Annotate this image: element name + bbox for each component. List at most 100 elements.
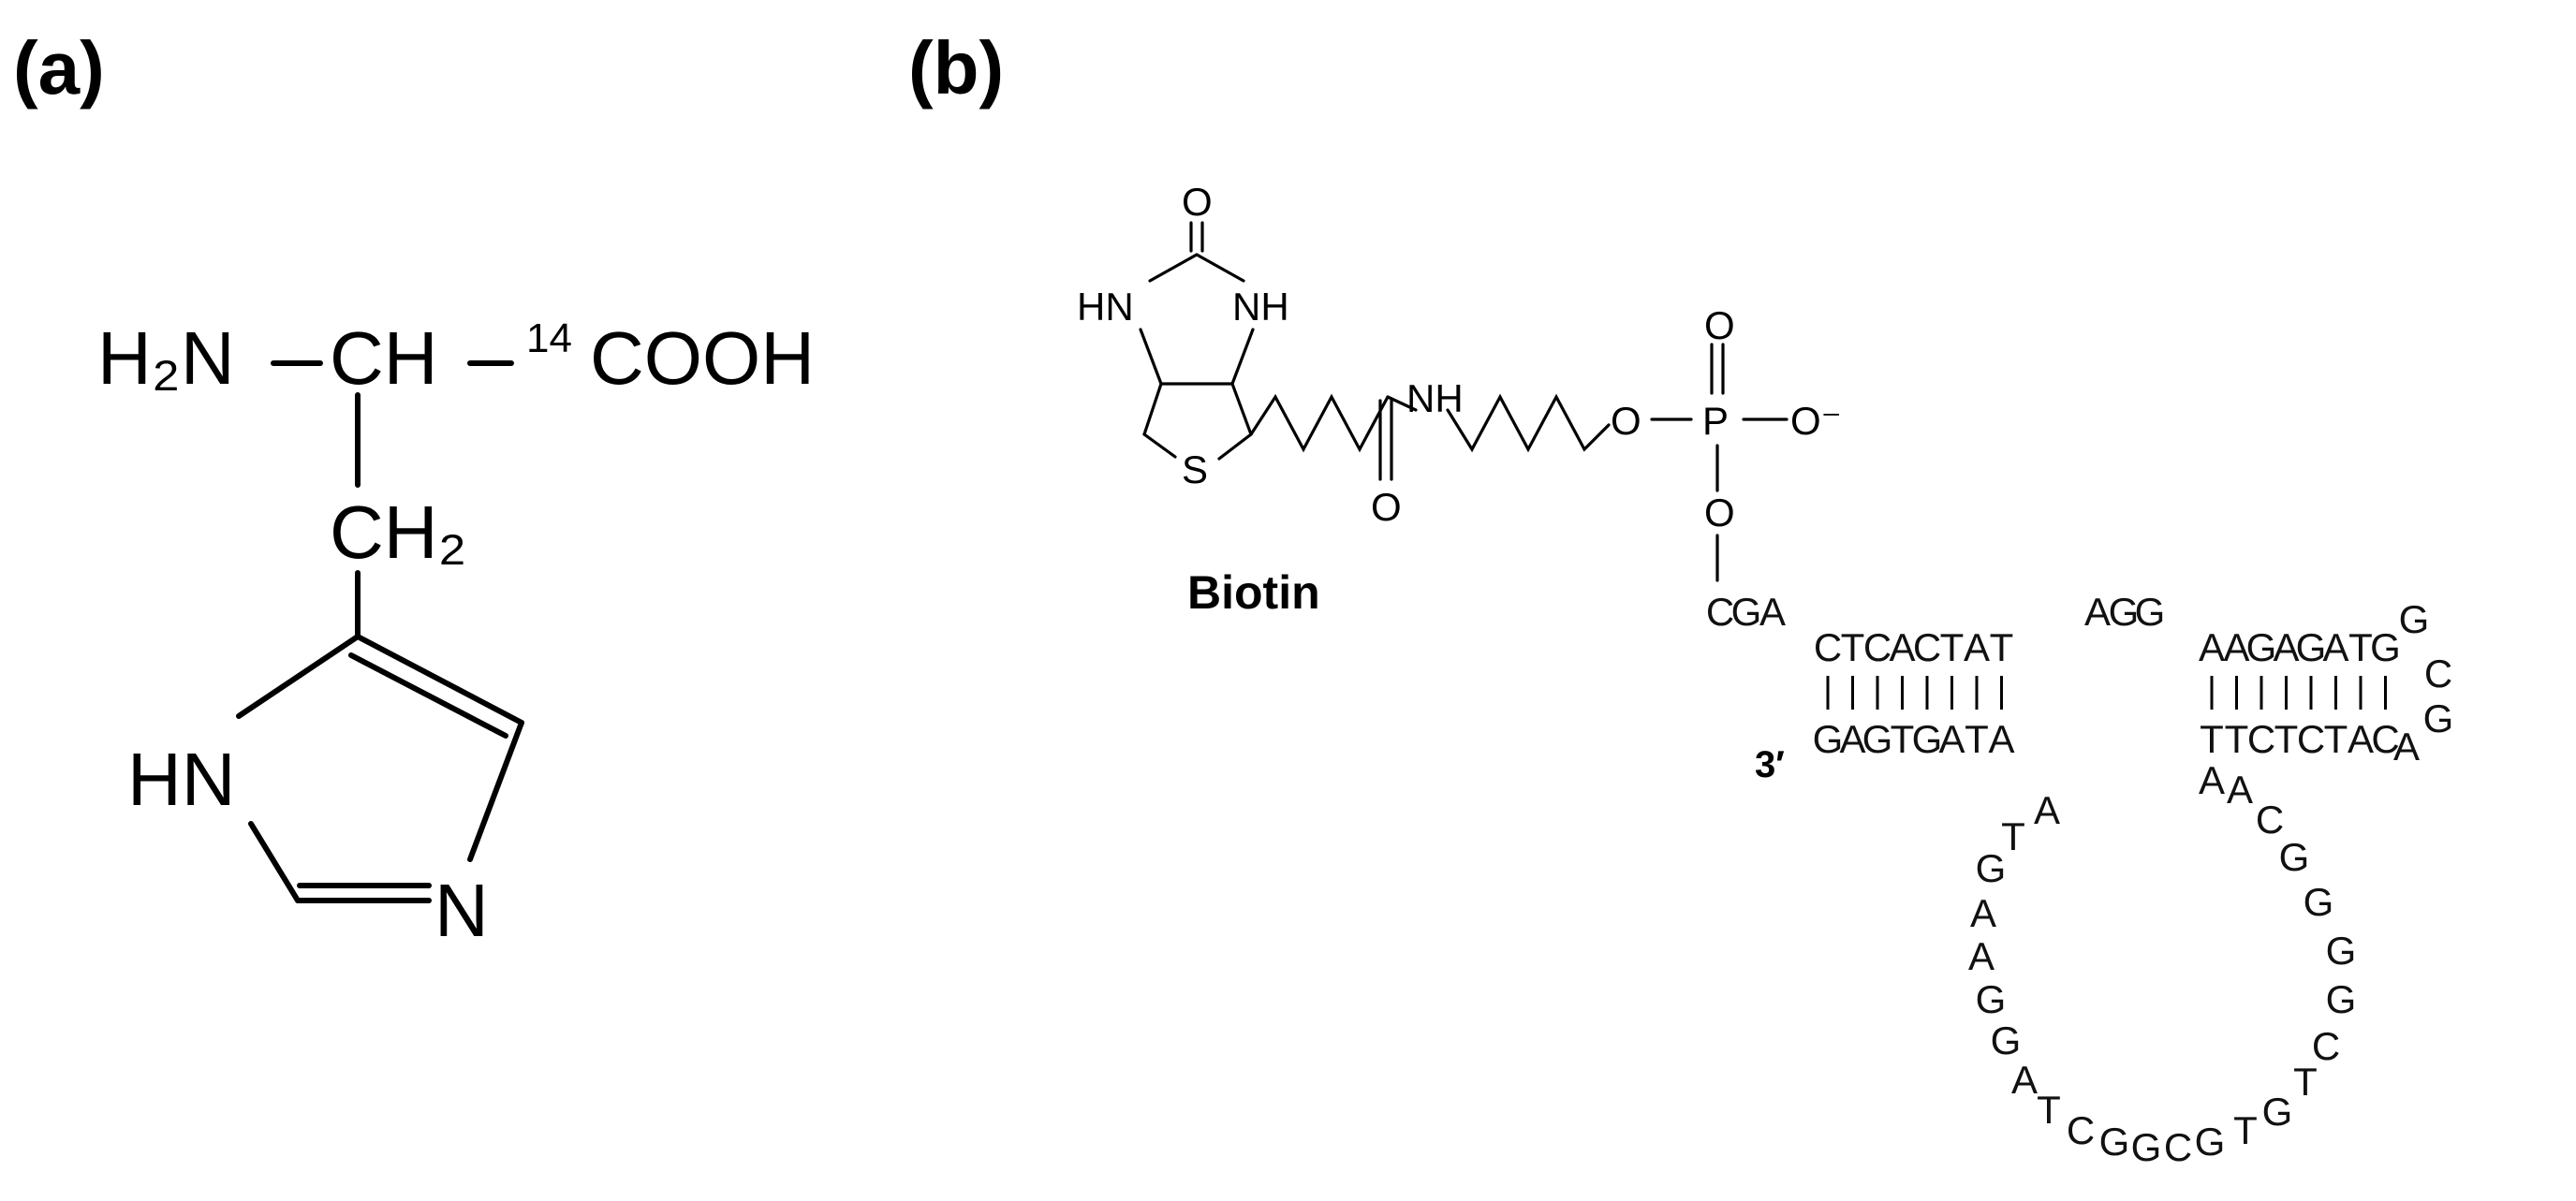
bond-ring-c4-c5 bbox=[355, 634, 524, 725]
nucleotide-hairpin-loop: A bbox=[2393, 725, 2420, 769]
nucleotide-loop-right: A bbox=[2227, 768, 2253, 812]
nucleotide-stem2-top: A bbox=[2322, 625, 2348, 669]
nucleotide-stem1-bottom: A bbox=[1839, 717, 1865, 761]
nucleotide-loop-left: A bbox=[2034, 788, 2060, 832]
biotin-hn: HN bbox=[1077, 285, 1134, 329]
nucleotide-stem1-top: T bbox=[1990, 625, 2014, 669]
atom-ch2: CH₂ bbox=[330, 491, 467, 574]
amide-nh: NH bbox=[1406, 376, 1464, 420]
panel-b-label: (b) bbox=[908, 26, 1004, 110]
nucleotide-loop-left: G bbox=[1976, 846, 2007, 890]
nucleotide-loop-right: C bbox=[2312, 1024, 2340, 1068]
atom-hn-ring: HN bbox=[127, 738, 236, 821]
nucleotide-loop-left: A bbox=[2011, 1058, 2038, 1102]
bond-ring-c5-n3 bbox=[467, 720, 524, 862]
nucleotide-stem1-top: A bbox=[1964, 625, 1990, 669]
nucleotide-junction: G bbox=[2109, 590, 2140, 634]
phosphate-o-top: O bbox=[1704, 303, 1735, 347]
nucleotide-stem1-bottom: T bbox=[1891, 717, 1915, 761]
biotin-s: S bbox=[1182, 447, 1208, 491]
nucleotide-stem2-top: A bbox=[2199, 625, 2225, 669]
atom-cooh: COOH bbox=[590, 316, 815, 400]
phosphorus: P bbox=[1702, 399, 1729, 443]
nucleotide-loop-left: A bbox=[1970, 891, 1996, 935]
nucleotide-stem2-bottom: T bbox=[2324, 717, 2348, 761]
nucleotide-loop-left: T bbox=[2001, 814, 2025, 858]
atom-ch: CH bbox=[330, 316, 438, 400]
bond-ring-n1-c4 bbox=[236, 634, 361, 719]
nucleotide-loop-right: G bbox=[2279, 835, 2310, 879]
nucleotide-stem2-top: G bbox=[2370, 625, 2401, 669]
nucleotide-loop-right: C bbox=[2256, 798, 2284, 842]
bond-cc-cb bbox=[1230, 382, 1253, 436]
bond-ring-c4-c5-double bbox=[348, 652, 508, 739]
nucleotide-stem2-top: G bbox=[2296, 625, 2327, 669]
bond-urea-c-nh bbox=[1195, 253, 1245, 283]
bond-ch2-s bbox=[1142, 432, 1177, 459]
nucleotide-stem1-top: A bbox=[1889, 625, 1915, 669]
nucleotide-five-prime: C bbox=[1706, 590, 1734, 634]
nucleotide-loop-bottom: G bbox=[2195, 1120, 2226, 1164]
nucleotide-loop-bottom: C bbox=[2164, 1125, 2192, 1169]
nucleotide-loop-right: A bbox=[2199, 758, 2225, 802]
valeryl-chain bbox=[1249, 393, 1390, 453]
nucleotide-five-prime: A bbox=[1759, 590, 1786, 634]
isotope-label: 14 bbox=[526, 315, 572, 361]
nucleotide-stem1-bottom: A bbox=[1938, 717, 1965, 761]
nucleotide-stem2-bottom: C bbox=[2371, 717, 2399, 761]
nucleotide-stem1-top: C bbox=[1913, 625, 1941, 669]
bond-s-cc bbox=[1217, 432, 1253, 461]
nucleotide-loop-right: T bbox=[2293, 1060, 2318, 1104]
base-pair-lines bbox=[1826, 676, 2387, 710]
nucleotide-junction: A bbox=[2084, 590, 2111, 634]
phosphate-o-minus: O⁻ bbox=[1790, 399, 1842, 443]
linker-chain bbox=[1446, 393, 1611, 453]
nucleotide-stem1-bottom: A bbox=[1988, 717, 2014, 761]
nucleotide-stem2-top: A bbox=[2273, 625, 2299, 669]
bond-ring-c2-n1 bbox=[248, 821, 301, 903]
ester-o: O bbox=[1611, 399, 1641, 443]
nucleotide-loop-left: G bbox=[1976, 977, 2007, 1021]
nucleotide-loop-right: G bbox=[2326, 977, 2357, 1021]
nucleotide-stem1-top: T bbox=[1841, 625, 1865, 669]
nucleotide-loop-bottom: G bbox=[2099, 1120, 2130, 1164]
nucleotide-stem1-bottom: G bbox=[1912, 717, 1943, 761]
biotin-nh: NH bbox=[1232, 285, 1289, 329]
nucleotide-stem1-bottom: T bbox=[1965, 717, 1989, 761]
nucleotide-loop-bottom: C bbox=[2067, 1108, 2095, 1152]
nucleotide-stem2-top: T bbox=[2348, 625, 2373, 669]
panel-b: (b) O HN NH S NH O O P O bbox=[908, 26, 2453, 1169]
nucleotide-loop-right: G bbox=[2304, 880, 2334, 924]
bond-ca-ch2 bbox=[1142, 382, 1163, 436]
atom-h2n: H₂N bbox=[97, 316, 235, 400]
nucleotide-stem2-bottom: T bbox=[2225, 717, 2249, 761]
nucleotide-stem2-bottom: T bbox=[2274, 717, 2299, 761]
bond-urea-c-hn bbox=[1148, 253, 1199, 283]
nucleotide-stem2-bottom: C bbox=[2247, 717, 2275, 761]
nucleotide-stem1-bottom: G bbox=[1813, 717, 1844, 761]
nucleotide-hairpin-loop: G bbox=[2423, 696, 2454, 740]
nucleotide-junction: G bbox=[2135, 590, 2166, 634]
nucleotide-stem2-top: G bbox=[2246, 625, 2277, 669]
biotin-o-carbonyl: O bbox=[1182, 180, 1213, 224]
nucleotide-loop-bottom: T bbox=[2233, 1108, 2258, 1152]
nucleotide-loop-bottom: G bbox=[2131, 1125, 2162, 1169]
nucleotide-hairpin-loop: C bbox=[2424, 652, 2452, 696]
phosphate-o-down: O bbox=[1704, 491, 1735, 535]
nucleotide-loop-left: G bbox=[1991, 1018, 2022, 1062]
nucleotide-loop-left: A bbox=[1968, 934, 1995, 978]
nucleotide-loop-bottom: G bbox=[2262, 1090, 2293, 1134]
panel-a-label: (a) bbox=[13, 26, 105, 110]
nucleotide-hairpin-loop: G bbox=[2399, 597, 2430, 641]
nucleotide-stem2-bottom: C bbox=[2297, 717, 2325, 761]
nucleotide-stem1-bottom: G bbox=[1862, 717, 1893, 761]
nucleotide-stem1-top: C bbox=[1863, 625, 1892, 669]
nucleotide-stem1-top: C bbox=[1814, 625, 1842, 669]
panel-a: (a) H₂N CH 14 COOH CH₂ HN N bbox=[13, 26, 815, 952]
nucleotide-stem2-bottom: T bbox=[2200, 717, 2224, 761]
bond-amide-c-n bbox=[1386, 395, 1418, 412]
nucleotide-five-prime: G bbox=[1731, 590, 1762, 634]
nucleotide-stem1-top: T bbox=[1940, 625, 1965, 669]
